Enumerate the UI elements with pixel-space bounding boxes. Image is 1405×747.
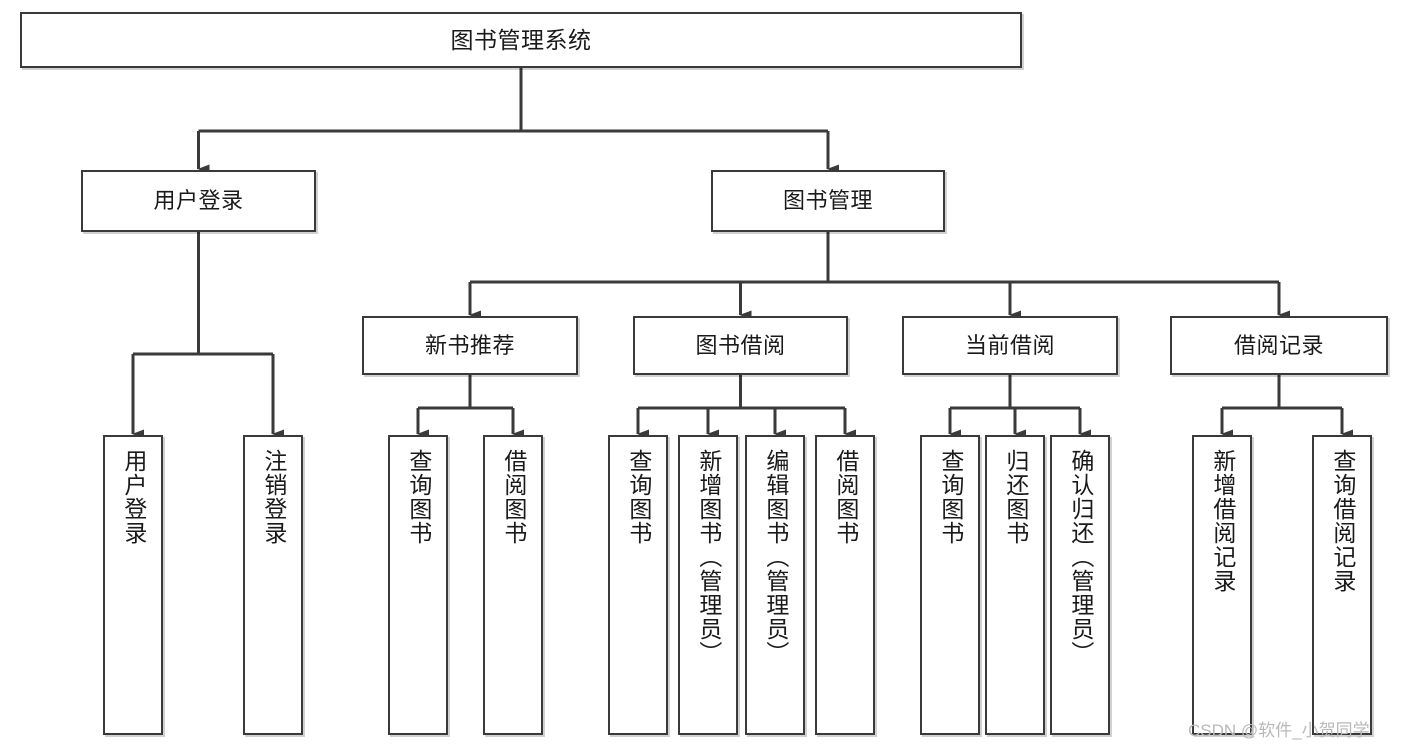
node-label: 确认归还（管理员） (1067, 449, 1094, 665)
node-label: 查询图书 (405, 449, 432, 545)
node-label: 借阅图书 (832, 449, 859, 545)
node-label: 新书推荐 (424, 332, 515, 358)
node-label: 注销登录 (260, 449, 287, 545)
node-leaf-logout[interactable]: 注销登录 (243, 435, 303, 735)
node-leaf-add-record[interactable]: 新增借阅记录 (1192, 435, 1252, 735)
node-leaf-query-book-3[interactable]: 查询图书 (920, 435, 980, 735)
node-leaf-query-book-1[interactable]: 查询图书 (388, 435, 448, 735)
node-label: 查询图书 (937, 449, 964, 545)
edges (131, 68, 1353, 439)
node-label: 用户登录 (120, 449, 147, 545)
node-label: 新增图书（管理员） (695, 449, 722, 665)
node-label: 借阅记录 (1233, 332, 1324, 358)
node-book-manage[interactable]: 图书管理 (711, 170, 945, 232)
node-leaf-borrow-book-1[interactable]: 借阅图书 (483, 435, 543, 735)
watermark: CSDN @软件_小贺同学 (1188, 721, 1370, 740)
node-label: 图书借阅 (695, 332, 786, 358)
node-leaf-borrow-book-2[interactable]: 借阅图书 (815, 435, 875, 735)
node-label: 新增借阅记录 (1209, 449, 1236, 593)
node-user-login[interactable]: 用户登录 (81, 170, 316, 232)
node-label: 图书管理系统 (450, 26, 592, 53)
node-leaf-return-book[interactable]: 归还图书 (985, 435, 1045, 735)
node-label: 当前借阅 (964, 332, 1055, 358)
node-label: 用户登录 (153, 188, 244, 214)
node-label: 查询借阅记录 (1329, 449, 1356, 593)
node-leaf-query-book-2[interactable]: 查询图书 (608, 435, 668, 735)
node-new-book-rec[interactable]: 新书推荐 (362, 316, 578, 375)
node-leaf-add-book[interactable]: 新增图书（管理员） (678, 435, 738, 735)
node-book-borrow[interactable]: 图书借阅 (633, 316, 848, 375)
node-leaf-edit-book[interactable]: 编辑图书（管理员） (745, 435, 805, 735)
node-borrow-record[interactable]: 借阅记录 (1170, 316, 1388, 375)
node-label: 归还图书 (1002, 449, 1029, 545)
node-root[interactable]: 图书管理系统 (20, 12, 1022, 68)
node-leaf-confirm-return[interactable]: 确认归还（管理员） (1050, 435, 1110, 735)
node-label: 借阅图书 (500, 449, 527, 545)
node-label: 查询图书 (625, 449, 652, 545)
node-leaf-user-login[interactable]: 用户登录 (103, 435, 163, 735)
node-label: 编辑图书（管理员） (762, 449, 789, 665)
node-leaf-query-record[interactable]: 查询借阅记录 (1312, 435, 1372, 735)
node-label: 图书管理 (782, 188, 873, 214)
node-current-borrow[interactable]: 当前借阅 (902, 316, 1118, 375)
